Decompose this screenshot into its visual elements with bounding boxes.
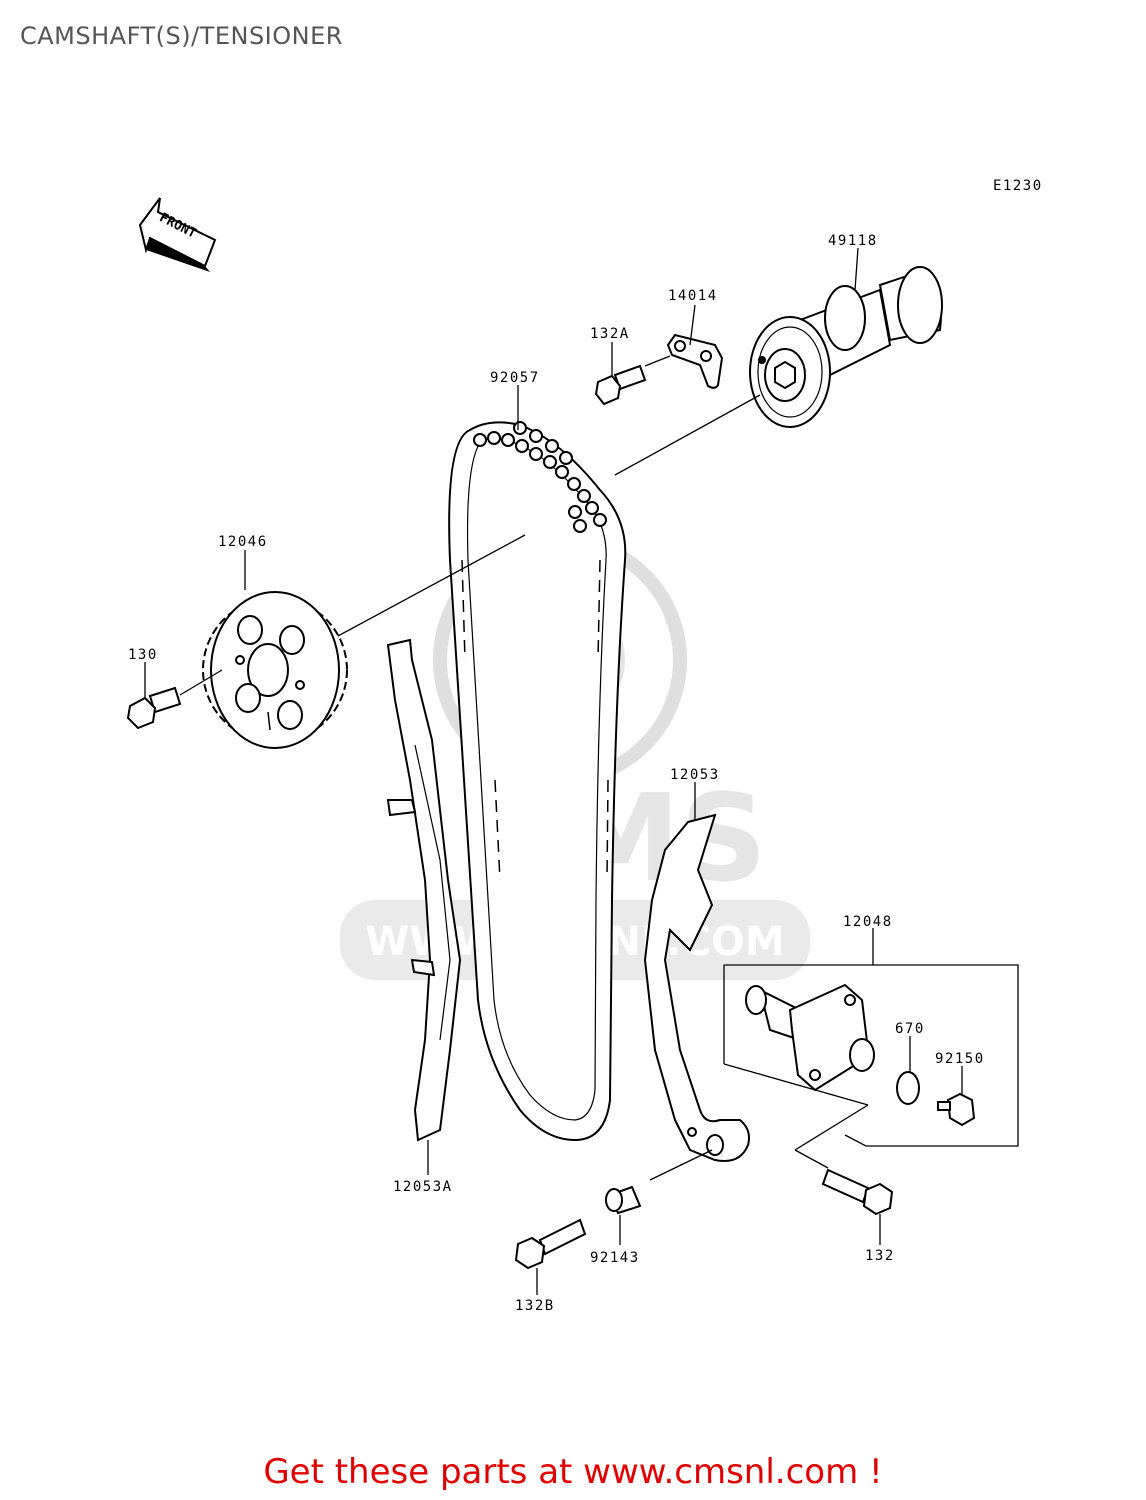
bolt-132b-part (514, 1218, 587, 1270)
camshaft-part (749, 266, 943, 428)
part-label: 12046 (218, 534, 268, 550)
page-title: CAMSHAFT(S)/TENSIONER (20, 22, 343, 50)
sprocket-part (202, 591, 348, 749)
part-label: 132B (515, 1298, 555, 1314)
part-label: 92150 (935, 1051, 985, 1067)
chain-links (473, 421, 607, 533)
part-label: 49118 (828, 233, 878, 249)
bolt-132-part (821, 1168, 894, 1216)
part-label: 12053A (393, 1179, 453, 1195)
part-label: 132A (590, 326, 630, 342)
leader-lines (144, 247, 963, 1295)
collar-part (605, 1185, 642, 1215)
part-label: 130 (128, 647, 158, 663)
footer-link[interactable]: Get these parts at www.cmsnl.com ! (263, 1452, 883, 1492)
part-labels: 49118 14014 132A 92057 12046 130 12053 1… (128, 233, 985, 1314)
part-label: 670 (895, 1021, 925, 1037)
cam-chain-part (448, 421, 627, 1142)
chain-guide-part (386, 638, 462, 1142)
part-label: 92057 (490, 370, 540, 386)
part-label: 92143 (590, 1250, 640, 1266)
plate-part (666, 333, 724, 389)
bolt-132a-part (594, 364, 647, 406)
part-label: 12048 (843, 914, 893, 930)
part-label: 14014 (668, 288, 718, 304)
bolt-130-part (126, 686, 182, 730)
figure-code: E1230 (993, 178, 1043, 194)
tensioner-assembly-part (723, 964, 1019, 1147)
part-label: 12053 (670, 767, 720, 783)
part-label: 132 (865, 1248, 895, 1264)
front-arrow-icon: FRONT (138, 197, 217, 272)
